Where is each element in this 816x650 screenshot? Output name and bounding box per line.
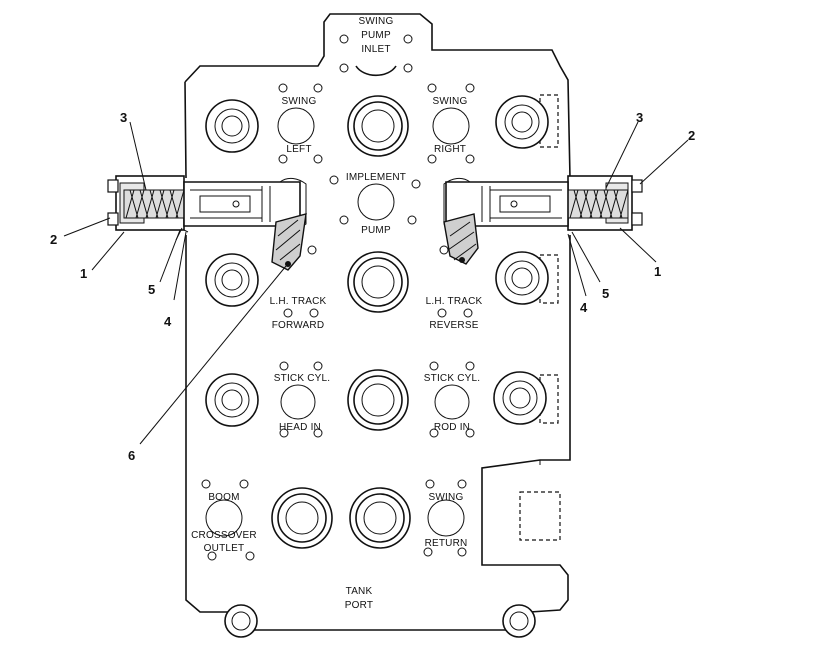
implement-pump-port xyxy=(329,175,421,225)
callout-right-5: 5 xyxy=(602,286,609,301)
port-row-1 xyxy=(205,83,549,164)
label-lh-track-forward-1: L.H. TRACK xyxy=(270,296,327,307)
right-relief-valve xyxy=(443,175,643,265)
port-labels: SWING PUMP INLET SWING LEFT SWING RIGHT … xyxy=(191,16,482,611)
label-stick-cyl-rod-in-1: STICK CYL. xyxy=(424,373,480,384)
port-row-2 xyxy=(205,245,549,318)
callout-right-2: 2 xyxy=(688,128,695,143)
label-boom-crossover-outlet-3: OUTLET xyxy=(204,543,245,554)
label-lh-track-reverse-2: REVERSE xyxy=(429,320,478,331)
label-tank-port-2: PORT xyxy=(345,600,373,611)
port-row-4 xyxy=(201,479,467,561)
callout-left-3: 3 xyxy=(120,110,127,125)
callout-right-3: 3 xyxy=(636,110,643,125)
label-stick-cyl-head-in-2: HEAD IN xyxy=(279,422,321,433)
label-swing-left-2: LEFT xyxy=(286,144,311,155)
callout-left-6: 6 xyxy=(128,448,135,463)
label-lh-track-forward-2: FORWARD xyxy=(272,320,325,331)
label-stick-cyl-head-in-1: STICK CYL. xyxy=(274,373,330,384)
callout-left-1: 1 xyxy=(80,266,87,281)
label-swing-pump-inlet-3: INLET xyxy=(361,44,390,55)
callout-left-5: 5 xyxy=(148,282,155,297)
callout-right-4: 4 xyxy=(580,300,588,315)
dashed-flange-outline xyxy=(519,491,561,541)
label-implement-pump-2: PUMP xyxy=(361,225,391,236)
mounting-bosses xyxy=(224,604,536,638)
label-swing-left-1: SWING xyxy=(282,96,317,107)
label-boom-crossover-outlet-2: CROSSOVER xyxy=(191,530,257,541)
left-relief-valve xyxy=(107,175,307,271)
label-swing-return-1: SWING xyxy=(429,492,464,503)
label-swing-return-2: RETURN xyxy=(425,538,468,549)
callout-left-2: 2 xyxy=(50,232,57,247)
callout-left-4: 4 xyxy=(164,314,172,329)
label-implement-pump-1: IMPLEMENT xyxy=(346,172,406,183)
label-lh-track-reverse-1: L.H. TRACK xyxy=(426,296,483,307)
manifold-body xyxy=(184,13,571,631)
label-boom-crossover-outlet-1: BOOM xyxy=(208,492,239,503)
label-stick-cyl-rod-in-2: ROD IN xyxy=(434,422,470,433)
label-swing-right-1: SWING xyxy=(433,96,468,107)
port-row-3 xyxy=(205,361,547,438)
swing-pump-inlet-port xyxy=(339,34,413,77)
label-swing-pump-inlet-1: SWING xyxy=(359,16,394,27)
label-tank-port-1: TANK xyxy=(346,586,373,597)
leader-lines xyxy=(63,121,689,445)
label-swing-pump-inlet-2: PUMP xyxy=(361,30,391,41)
label-swing-right-2: RIGHT xyxy=(434,144,466,155)
callout-right-1: 1 xyxy=(654,264,661,279)
callout-numbers: 3 2 1 5 4 6 3 2 1 5 4 xyxy=(50,110,695,463)
